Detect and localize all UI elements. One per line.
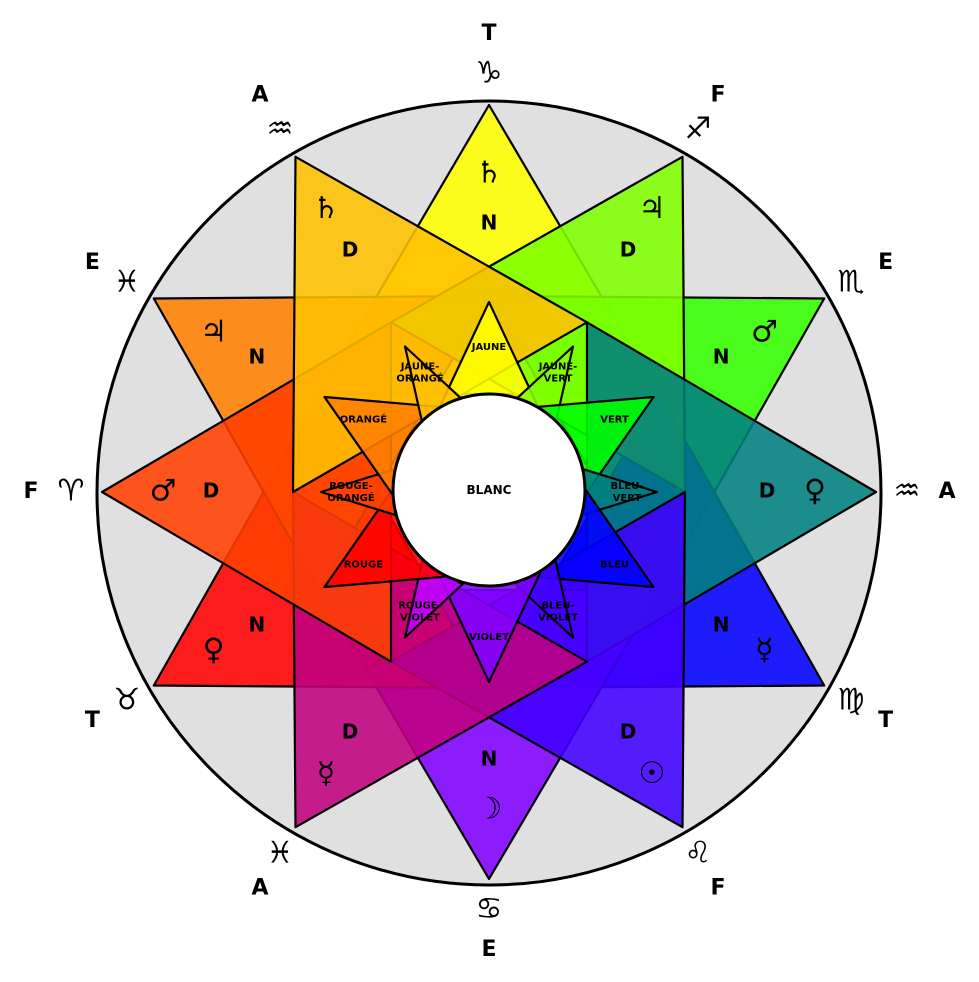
planet-icon: ♀ [203, 633, 225, 668]
planet-icon: ☿ [317, 756, 335, 791]
color-name-label: BLEU- [610, 481, 643, 492]
zodiac-icon: ♍ [838, 683, 865, 718]
element-label: A [251, 82, 268, 107]
triangle-up-label: N [713, 345, 730, 369]
color-name-label: VERT [600, 415, 629, 426]
planet-icon: ♂ [751, 315, 778, 350]
color-name-label: VERT [544, 373, 573, 384]
zodiac-icon: ♒ [894, 474, 921, 509]
triangle-up-label: N [249, 613, 266, 637]
element-label: T [481, 21, 496, 46]
element-label: F [710, 82, 725, 107]
triangle-down-label: D [342, 238, 359, 262]
outer-labels: ♑ T ♐ F ♏ E ♒ A ♍ T ♌ F ♋ E ♓ A ♉ T ♈ F ♓ E ♒ A [23, 21, 955, 962]
inner-color-star: JAUNEJAUNE-VERTVERTBLEU-VERTBLEUBLEU-VIO… [319, 300, 659, 684]
planet-icon: ♃ [639, 191, 666, 226]
center-circle [391, 392, 587, 588]
color-name-label: ROUGE [344, 560, 384, 571]
planet-icon: ♂ [150, 474, 177, 509]
element-label: A [251, 876, 268, 901]
color-name-label: ORANGÉ [396, 371, 444, 384]
triangle-down-label: D [342, 719, 359, 743]
zodiac-icon: ♈ [58, 474, 85, 509]
triangle-up-label: N [713, 613, 730, 637]
planet-icon: ☉ [639, 756, 666, 791]
zodiac-icon: ♏ [838, 265, 865, 300]
element-label: T [878, 708, 893, 733]
element-label: E [481, 937, 496, 962]
color-name-label: ROUGE- [329, 481, 373, 492]
planet-icon: ♃ [200, 315, 227, 350]
triangle-down-label: D [620, 719, 637, 743]
planet-icon: ☿ [755, 633, 773, 668]
zodiac-icon: ♓ [114, 265, 141, 300]
zodiac-icon: ♋ [476, 892, 503, 927]
zodiac-icon: ♒ [267, 112, 294, 147]
color-name-label: VERT [613, 493, 642, 504]
triangle-down-label: D [759, 479, 776, 503]
element-label: E [85, 250, 100, 275]
color-name-label: VIOLET [400, 613, 440, 624]
zodiac-icon: ♐ [685, 112, 712, 147]
planet-icon: ♀ [804, 474, 826, 509]
color-name-label: VIOLET [538, 613, 578, 624]
color-name-label: BLEU [600, 560, 629, 571]
triangle-up-label: N [249, 345, 266, 369]
zodiac-icon: ♓ [267, 835, 294, 870]
color-name-label: BLEU- [541, 601, 574, 612]
zodiac-icon: ♑ [476, 56, 503, 91]
zodiac-icon: ♉ [114, 683, 141, 718]
color-name-label: ROUGE- [398, 601, 442, 612]
planet-icon: ♄ [476, 156, 503, 191]
element-label: E [878, 250, 893, 275]
color-name-label: ORANGÉ [340, 413, 388, 426]
color-name-label: VIOLET [469, 632, 509, 643]
color-name-label: JAUNE- [400, 361, 440, 372]
element-label: F [710, 876, 725, 901]
triangle-up-label: N [481, 747, 498, 771]
planet-icon: ♄ [313, 191, 340, 226]
element-label: F [23, 479, 38, 504]
color-name-label: JAUNE [471, 342, 507, 353]
center-label: BLANC [467, 483, 512, 497]
triangle-up-label: N [481, 211, 498, 235]
color-name-label: ORANGÉ [327, 491, 375, 504]
color-name-label: JAUNE- [538, 361, 578, 372]
planet-icon: ☽ [476, 792, 503, 827]
element-label: T [85, 708, 100, 733]
zodiac-icon: ♌ [685, 835, 712, 870]
element-label: A [938, 479, 955, 504]
triangle-down-label: D [620, 238, 637, 262]
triangle-down-label: D [203, 479, 220, 503]
